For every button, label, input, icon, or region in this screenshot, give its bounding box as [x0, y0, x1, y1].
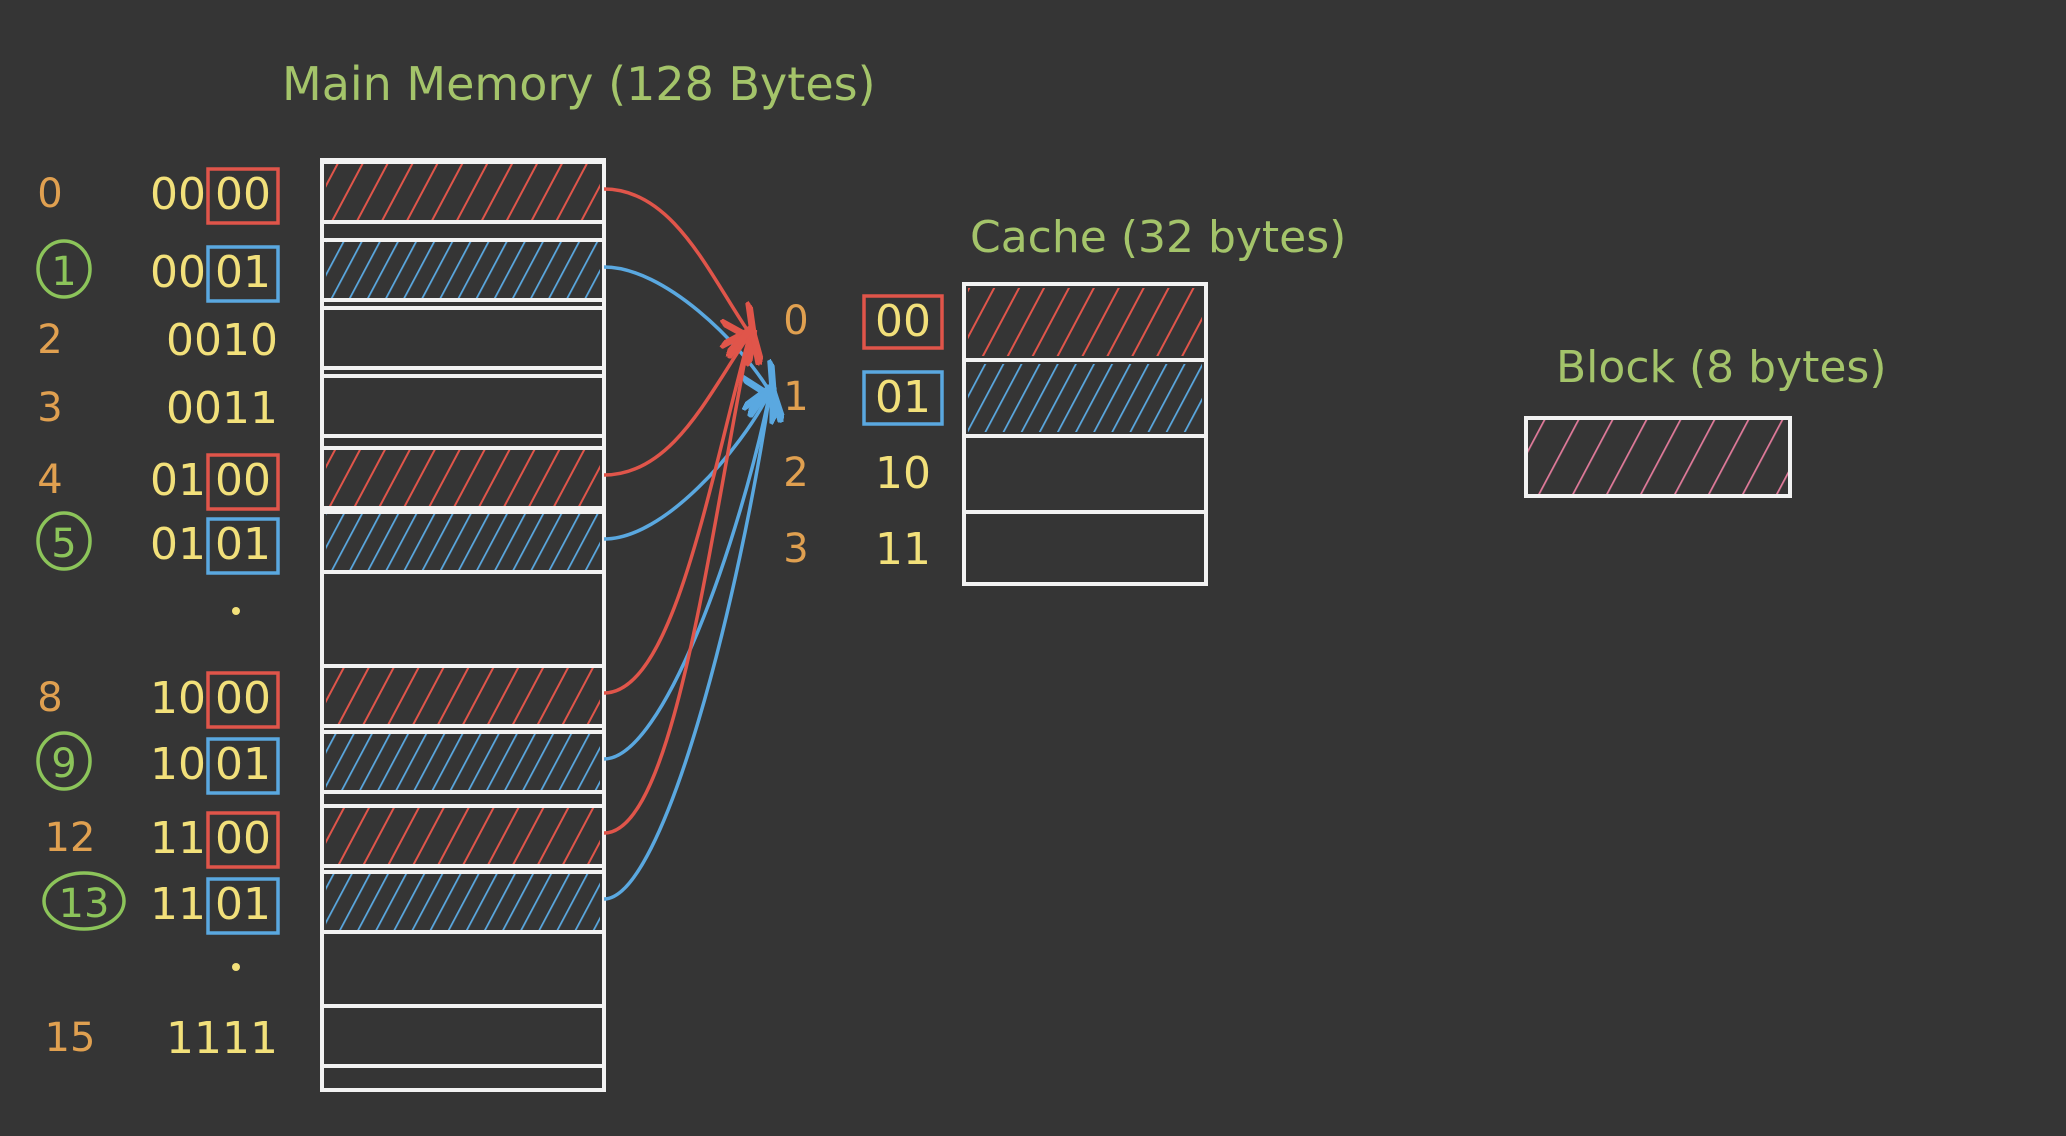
memory-index-bits-box: [206, 811, 280, 869]
cache-line-binary: 00: [875, 296, 931, 347]
block-outline: [1524, 416, 1792, 498]
blue-mapping-arrow: [603, 265, 770, 392]
block-example: [1524, 416, 1792, 498]
memory-address-tag-bits: 01: [150, 519, 206, 570]
blue-mapping-arrow: [603, 392, 770, 901]
memory-block-hatch: [326, 164, 600, 220]
memory-index-bits-box: [206, 877, 280, 935]
memory-address-index-bits: 01: [215, 879, 271, 930]
red-mapping-arrow: [603, 334, 750, 835]
memory-block-hatch: [326, 242, 600, 298]
cache-line-decimal: 3: [783, 526, 808, 572]
memory-address-decimal: 8: [37, 675, 62, 721]
main-memory-table: [320, 158, 606, 1092]
memory-address-index-bits: 01: [215, 739, 271, 790]
memory-address-index-bits: 01: [215, 247, 271, 298]
memory-address-decimal: 0: [37, 171, 62, 217]
memory-index-bits-box: [206, 167, 280, 225]
memory-address-index-bits: 00: [215, 813, 271, 864]
cache-index-box: [862, 370, 944, 426]
memory-index-bits-box: [206, 671, 280, 729]
memory-index-bits-box: [206, 453, 280, 511]
memory-address-decimal: 4: [37, 457, 62, 503]
cache-line-decimal: 0: [783, 298, 808, 344]
memory-address-decimal: 1: [51, 249, 76, 295]
cache-index-box: [862, 294, 944, 350]
memory-address-binary: 0011: [166, 383, 278, 434]
memory-index-bits-box: [206, 737, 280, 795]
memory-address-decimal: 13: [59, 881, 110, 927]
circled-address-marker: [36, 239, 92, 299]
memory-address-tag-bits: 01: [150, 455, 206, 506]
memory-block-hatch: [326, 668, 600, 724]
memory-address-binary: 0010: [166, 315, 278, 366]
ellipsis-dot: [232, 963, 240, 971]
cache-title: Cache (32 bytes): [970, 212, 1346, 263]
memory-address-tag-bits: 10: [150, 673, 206, 724]
memory-index-bits-box: [206, 245, 280, 303]
cache-line-decimal: 2: [783, 450, 808, 496]
cache-line-binary: 11: [875, 524, 931, 575]
memory-address-tag-bits: 10: [150, 739, 206, 790]
memory-address-decimal: 15: [45, 1015, 96, 1061]
block-title: Block (8 bytes): [1556, 342, 1887, 393]
memory-address-index-bits: 00: [215, 169, 271, 220]
blue-mapping-arrow: [603, 392, 770, 541]
memory-address-tag-bits: 11: [150, 879, 206, 930]
circled-address-marker: [36, 731, 92, 791]
memory-block-hatch: [326, 450, 600, 506]
memory-address-decimal: 9: [51, 741, 76, 787]
cache-line-binary: 01: [875, 372, 931, 423]
memory-address-tag-bits: 11: [150, 813, 206, 864]
cache-line-hatch: [968, 364, 1202, 432]
memory-address-binary: 1111: [166, 1013, 278, 1064]
ellipsis-dot: [232, 607, 240, 615]
cache-line-binary: 10: [875, 448, 931, 499]
memory-address-decimal: 12: [45, 815, 96, 861]
memory-address-decimal: 5: [51, 521, 76, 567]
red-mapping-arrow: [603, 334, 750, 695]
memory-index-bits-box: [206, 517, 280, 575]
memory-address-index-bits: 01: [215, 519, 271, 570]
memory-address-index-bits: 00: [215, 455, 271, 506]
memory-address-tag-bits: 00: [150, 169, 206, 220]
blue-mapping-arrow: [603, 392, 770, 761]
memory-block-hatch: [326, 514, 600, 570]
cache-line-decimal: 1: [783, 374, 808, 420]
cache-line-hatch: [968, 288, 1202, 356]
memory-address-tag-bits: 00: [150, 247, 206, 298]
cache-table: [962, 282, 1208, 586]
circled-address-marker: [42, 871, 126, 931]
memory-block-hatch: [326, 874, 600, 930]
memory-block-hatch: [326, 734, 600, 790]
mapping-arrows: [603, 187, 770, 901]
block-hatch: [1526, 418, 1790, 496]
circled-address-marker: [36, 511, 92, 571]
memory-address-index-bits: 00: [215, 673, 271, 724]
memory-block-hatch: [326, 808, 600, 864]
memory-address-decimal: 2: [37, 317, 62, 363]
memory-address-decimal: 3: [37, 385, 62, 431]
red-mapping-arrow: [603, 187, 750, 334]
main-memory-title: Main Memory (128 Bytes): [282, 57, 876, 111]
